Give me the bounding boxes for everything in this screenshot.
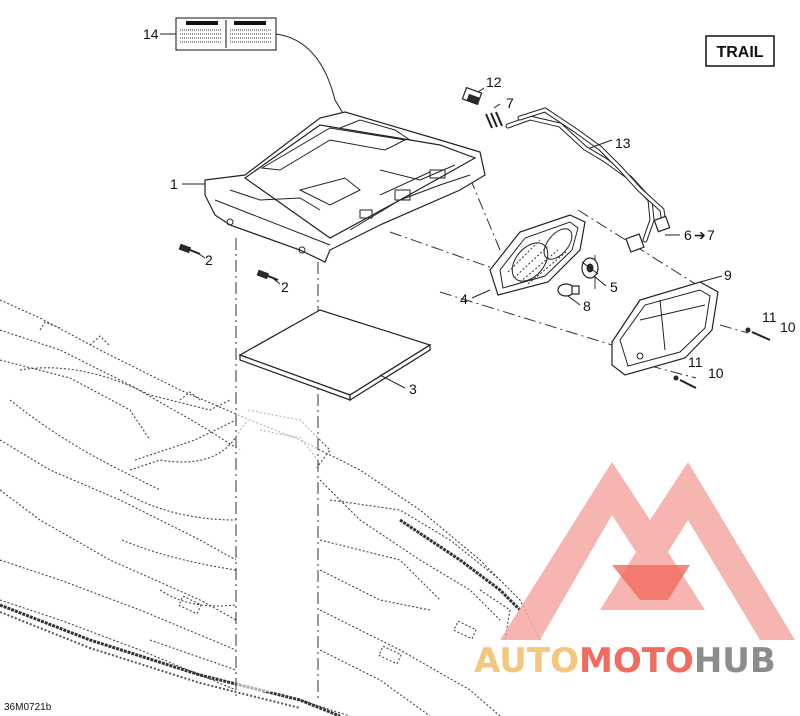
callout-6: 6 xyxy=(684,227,692,243)
bulb-socket xyxy=(581,257,599,279)
taillight-lens xyxy=(611,281,719,376)
callout-3: 3 xyxy=(409,381,417,397)
callout-11-lower: 11 xyxy=(688,354,703,370)
wiring-harness xyxy=(505,107,671,253)
diagram-code: 36M0721b xyxy=(4,702,52,713)
watermark-logo: AUTOMOTOHUB xyxy=(474,462,795,681)
callout-6-ref: 7 xyxy=(707,227,715,243)
callout-6-arrow: ➔ xyxy=(694,227,706,243)
taillight-housing xyxy=(489,214,586,296)
callout-10-lower: 10 xyxy=(708,365,724,381)
callout-6-group: 6 ➔ 7 xyxy=(684,227,715,243)
callout-10-upper: 10 xyxy=(780,319,796,335)
watermark-middle: MOTO xyxy=(579,641,694,681)
watermark-text: AUTOMOTOHUB xyxy=(474,641,776,681)
bulb xyxy=(557,283,580,297)
track-tread xyxy=(0,518,522,716)
callout-9: 9 xyxy=(724,267,732,283)
trail-badge: TRAIL xyxy=(705,35,775,67)
lens-screw-upper xyxy=(745,327,771,341)
callout-8: 8 xyxy=(583,298,591,314)
connector-housing xyxy=(461,86,483,106)
callout-7: 7 xyxy=(506,95,514,111)
trail-label: TRAIL xyxy=(716,44,763,61)
callout-2-upper: 2 xyxy=(205,252,213,268)
seat-cover xyxy=(204,111,486,263)
callout-14: 14 xyxy=(143,26,159,42)
callout-1: 1 xyxy=(170,176,178,192)
foam-pad xyxy=(238,309,432,402)
callout-11-upper: 11 xyxy=(762,309,777,325)
leader-lines xyxy=(160,33,723,389)
watermark-prefix: AUTO xyxy=(474,641,579,681)
lens-screw-lower xyxy=(673,375,697,389)
callout-13: 13 xyxy=(615,135,631,151)
callout-2-lower: 2 xyxy=(281,279,289,295)
callouts: 14 1 2 2 3 4 5 6 ➔ 7 7 8 9 10 10 11 11 1… xyxy=(143,26,796,397)
warning-decal xyxy=(175,17,374,159)
callout-5: 5 xyxy=(610,279,618,295)
callout-12: 12 xyxy=(486,74,502,90)
connector-terminals xyxy=(485,111,503,129)
callout-4: 4 xyxy=(460,291,468,307)
watermark-suffix: HUB xyxy=(694,641,776,681)
